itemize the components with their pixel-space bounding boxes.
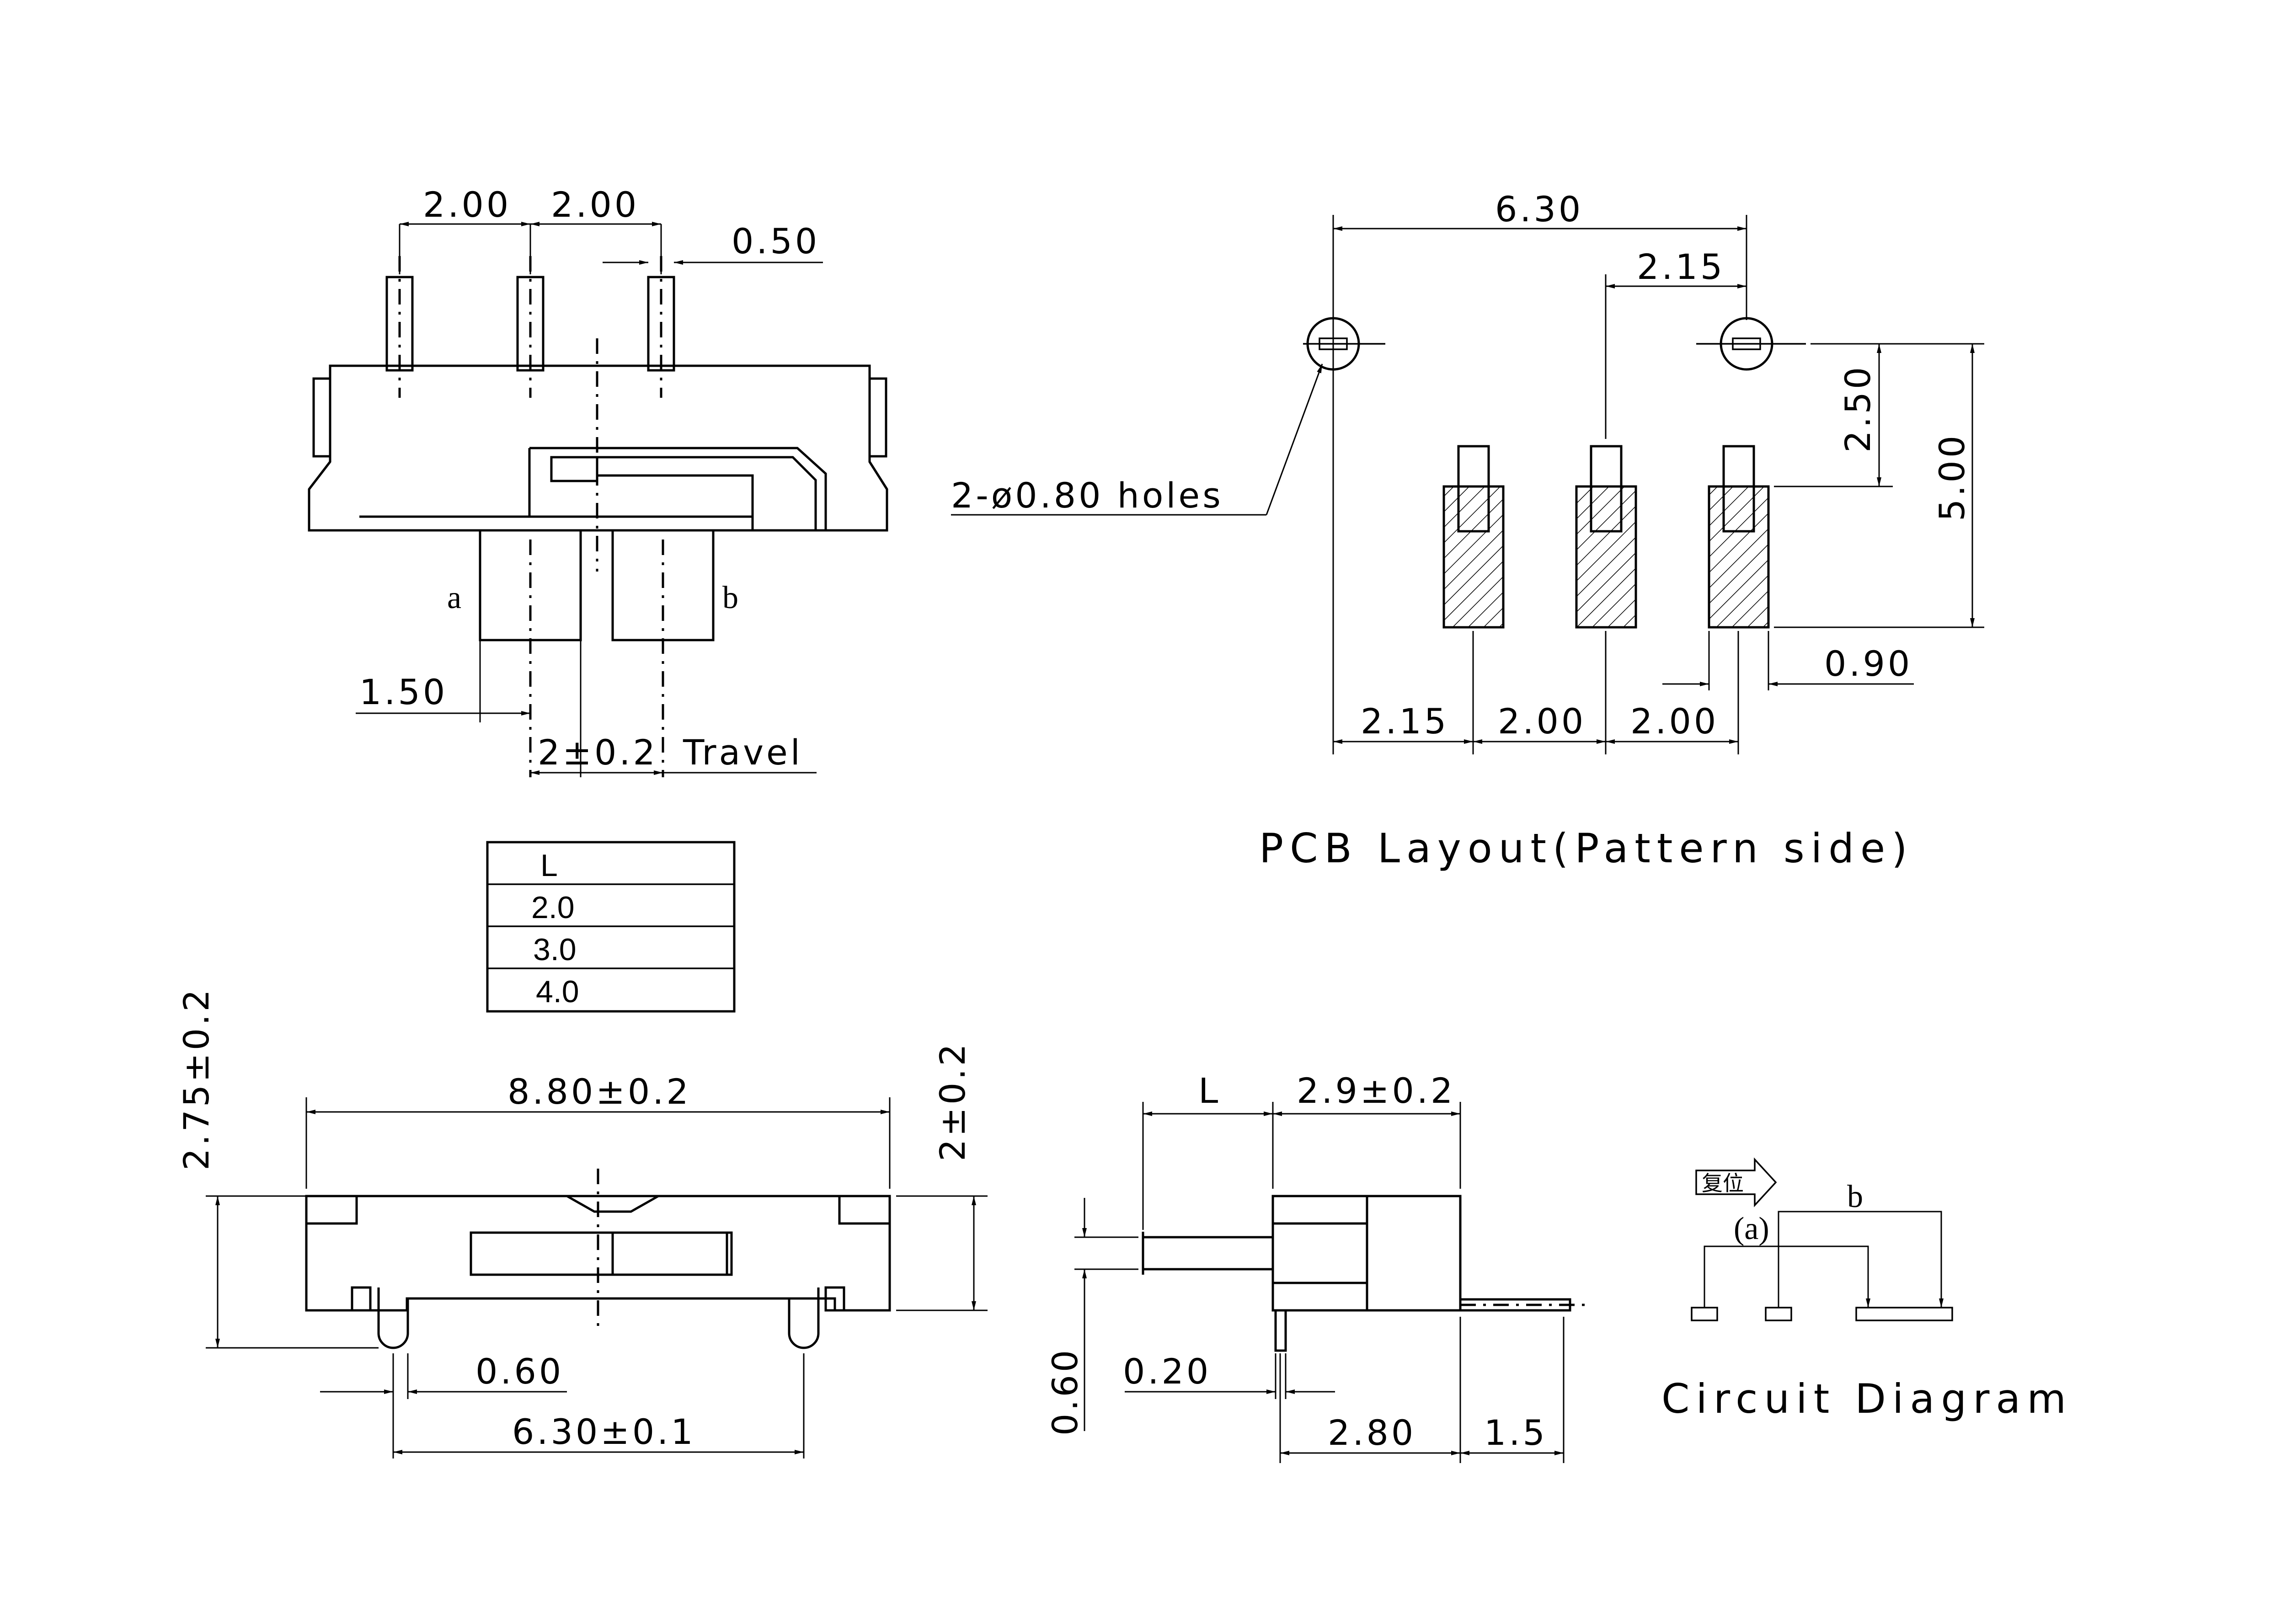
- side-lead: [1459, 1298, 1571, 1312]
- dim-length: 8.80±0.2: [507, 1071, 691, 1112]
- circuit-label-b: b: [1847, 1179, 1863, 1214]
- pad-3: [1708, 485, 1770, 629]
- dim-travel: 2±0.2: [538, 732, 658, 773]
- dim-pitch-1: 2.00: [423, 184, 511, 225]
- front-view: 2.00 2.00 0.50 a b 1.50 2±0.2 Travel: [308, 184, 888, 777]
- dim-bottom-3: 2.00: [1630, 701, 1719, 742]
- pcb-caption: PCB Layout(Pattern side): [1259, 825, 1914, 872]
- dim-bottom-2: 2.00: [1498, 701, 1586, 742]
- dim-leg: 0.60: [475, 1351, 564, 1392]
- contact-2: [1765, 1307, 1792, 1321]
- dim-height: 5.00: [1932, 433, 1972, 521]
- circuit-label-a: (a): [1734, 1211, 1769, 1246]
- dim-height-left: 2.75±0.2: [176, 987, 217, 1170]
- table-row-1: 2.0: [531, 890, 575, 925]
- contact-1: [1691, 1307, 1718, 1321]
- slider-notch: [566, 1195, 659, 1213]
- dim-thickness: 0.20: [1123, 1351, 1211, 1392]
- side-actuator: [1142, 1236, 1274, 1271]
- pad-2: [1575, 485, 1637, 629]
- travel-label: Travel: [683, 732, 803, 773]
- leg-left: [377, 1287, 409, 1349]
- holes-label: 2-ø0.80 holes: [951, 475, 1223, 516]
- dim-overall: 6.30: [1495, 189, 1583, 230]
- bottom-view: 2.75±0.2 8.80±0.2 2±0.2 0.60 6.30±0.1: [176, 987, 988, 1458]
- slider-knob: [611, 1231, 728, 1276]
- pcb-layout: 6.30 2.15 2.50 5.00 2-ø0.80 holes 0.90 2…: [951, 189, 1984, 872]
- dim-L: L: [1199, 1070, 1219, 1111]
- dim-bottom-1: 2.15: [1361, 701, 1449, 742]
- dim-offset: 1.50: [359, 672, 448, 712]
- dim-height-right: 2±0.2: [932, 1041, 973, 1161]
- dim-depth: 2.9±0.2: [1297, 1070, 1455, 1111]
- table-row-3: 4.0: [536, 974, 579, 1009]
- reset-label: 复位: [1702, 1171, 1744, 1195]
- leg-right: [788, 1287, 820, 1349]
- dim-pitch-2: 2.00: [551, 184, 639, 225]
- dim-lead: 1.5: [1484, 1412, 1548, 1453]
- dim-hole-offset: 2.50: [1837, 364, 1878, 453]
- right-clip: [868, 377, 887, 458]
- label-a: a: [447, 580, 461, 615]
- length-table: L 2.0 3.0 4.0: [486, 841, 736, 1013]
- left-clip: [312, 377, 331, 458]
- slider-window: [529, 447, 827, 530]
- pad-1: [1442, 485, 1505, 629]
- dim-pin-width: 0.50: [732, 221, 820, 262]
- dim-pin-dia: 0.60: [1045, 1347, 1085, 1436]
- dim-pad-width: 0.90: [1824, 643, 1912, 684]
- slider-slot: [470, 1231, 733, 1276]
- side-leg: [1274, 1309, 1287, 1352]
- contact-3: [1855, 1307, 1953, 1321]
- label-b: b: [722, 580, 738, 615]
- dim-leg-pitch: 6.30±0.1: [512, 1411, 696, 1452]
- table-header-L: L: [540, 848, 558, 883]
- reset-arrow-icon: [1695, 1157, 1777, 1207]
- table-row-2: 3.0: [533, 932, 577, 967]
- dim-top-pitch: 2.15: [1637, 246, 1725, 287]
- circuit-caption: Circuit Diagram: [1661, 1375, 2072, 1422]
- circuit-diagram: 复位 (a) b Circuit Diagram: [1661, 1157, 2072, 1422]
- bottom-body: [305, 1195, 891, 1312]
- side-view: L 2.9±0.2 0.60 0.20 2.80 1.5: [1045, 1070, 1586, 1463]
- dim-body: 2.80: [1328, 1412, 1416, 1453]
